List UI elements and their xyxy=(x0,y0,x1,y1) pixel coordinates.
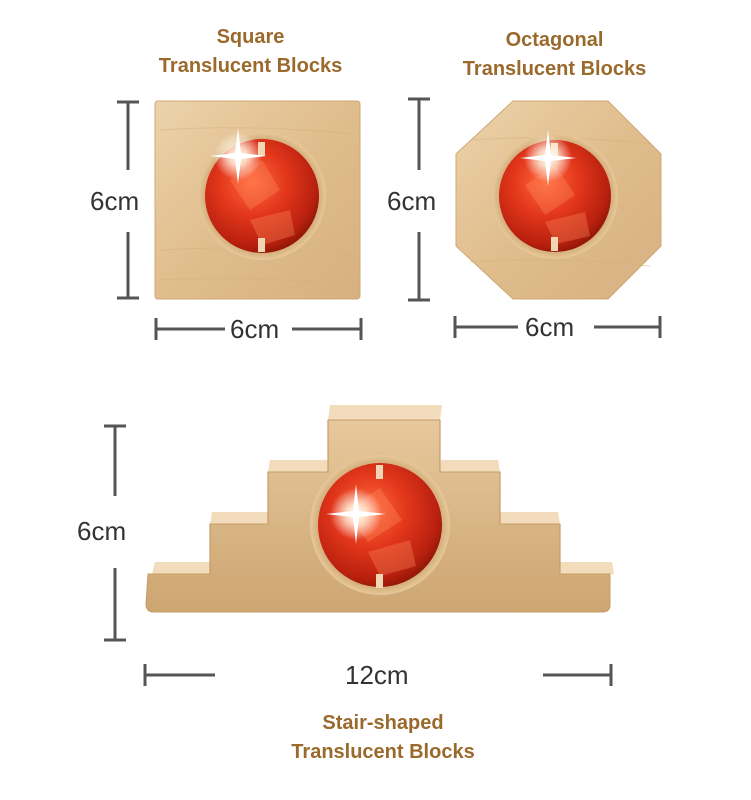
octagonal-height-line xyxy=(408,97,430,302)
square-block xyxy=(154,100,361,300)
stair-height-line xyxy=(104,424,126,642)
stair-sparkle-icon xyxy=(326,484,386,544)
stair-width-line xyxy=(143,664,613,686)
stair-title: Stair-shaped Translucent Blocks xyxy=(278,709,488,767)
square-height-label: 6cm xyxy=(90,186,140,216)
stair-title-line2: Translucent Blocks xyxy=(291,741,475,763)
square-width-label: 6cm xyxy=(230,314,280,344)
stair-width-label: 12cm xyxy=(345,660,409,690)
stair-block xyxy=(145,405,614,613)
stair-title-line1: Stair-shaped xyxy=(322,712,444,734)
octagonal-title-line2: Translucent Blocks xyxy=(462,58,647,80)
octagonal-title: Octagonal Translucent Blocks xyxy=(452,26,657,84)
square-height-line xyxy=(117,100,139,300)
octagonal-sparkle-icon xyxy=(520,130,576,186)
stair-height-label: 6cm xyxy=(77,516,127,546)
octagonal-height-label: 6cm xyxy=(387,186,437,216)
octagonal-width-line xyxy=(453,316,662,338)
square-title: Square Translucent Blocks xyxy=(148,23,353,81)
octagonal-width-label: 6cm xyxy=(525,312,575,342)
square-title-line1: Square xyxy=(216,26,285,48)
square-width-line xyxy=(154,318,363,340)
square-title-line2: Translucent Blocks xyxy=(158,55,343,77)
octagonal-block xyxy=(455,100,662,300)
square-sparkle-icon xyxy=(210,128,266,184)
octagonal-title-line1: Octagonal xyxy=(505,29,604,51)
